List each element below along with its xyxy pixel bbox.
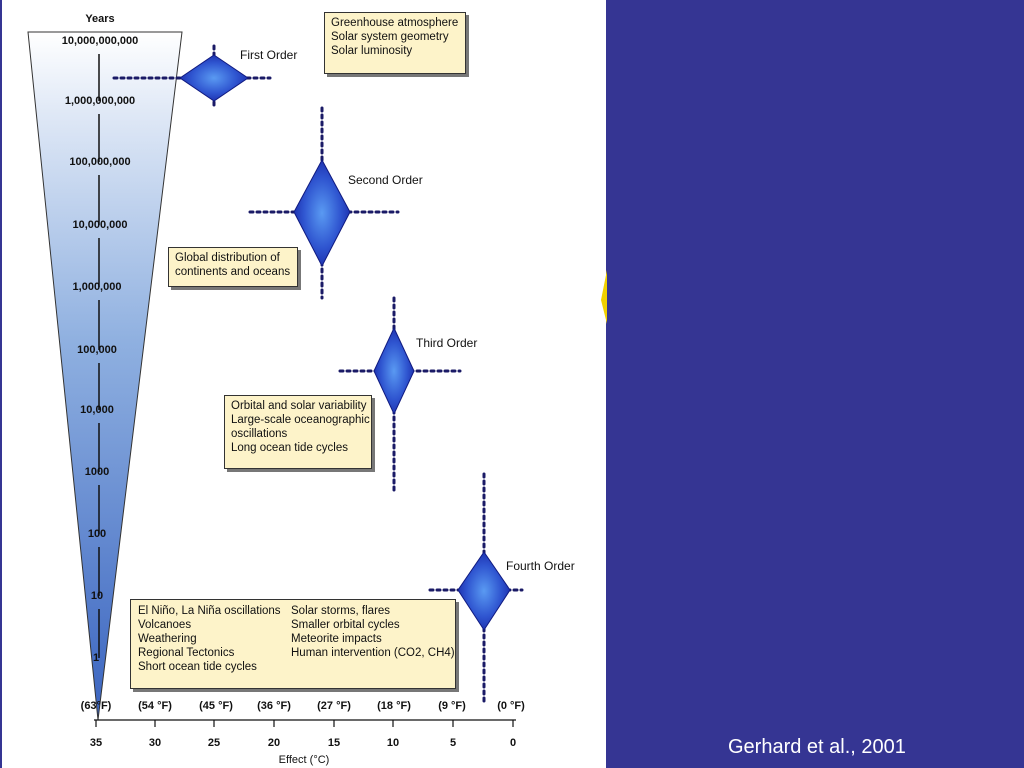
year-label: 1 [92,652,100,664]
effect-axis-title: Effect (°C) [278,754,330,766]
third-order-diamond [373,326,415,416]
effect-celsius-label: 0 [509,737,517,749]
box-line: Weathering [138,633,197,645]
first-order-box: Greenhouse atmosphere Solar system geome… [324,12,466,74]
second-order-label: Second Order [348,173,423,187]
third-order-box: Orbital and solar variability Large-scal… [224,395,372,469]
box-line: Volcanoes [138,619,192,631]
box-line: Solar luminosity [331,45,413,57]
year-label: 1000 [84,466,110,478]
effect-celsius-label: 5 [449,737,457,749]
box-line: Greenhouse atmosphere [331,17,459,29]
third-order-label: Third Order [416,336,478,350]
year-label: 10,000,000 [72,219,128,231]
effect-fahrenheit-label: (27 °F) [317,700,351,712]
box-line: oscillations [231,428,288,440]
effect-axis-ticks [95,720,514,727]
timescale-wedge [27,31,183,721]
year-label: 10 [90,590,104,602]
year-label: 100 [87,528,107,540]
second-order-diamond [293,158,351,268]
effect-celsius-label: 20 [267,737,281,749]
box-line: continents and oceans [175,266,291,278]
effect-fahrenheit-label: (9 °F) [438,700,466,712]
box-line: El Niño, La Niña oscillations [138,605,281,617]
effect-fahrenheit-label: (18 °F) [377,700,411,712]
year-label: 1,000,000 [72,281,122,293]
effect-fahrenheit-label: (45 °F) [199,700,233,712]
fourth-order-box: El Niño, La Niña oscillations Volcanoes … [130,599,456,689]
effect-fahrenheit-label: (0 °F) [497,700,525,712]
box-line: Solar system geometry [331,31,449,43]
fourth-order-right-column: Solar storms, flares Smaller orbital cyc… [291,604,455,660]
second-order-box: Global distribution of continents and oc… [168,247,298,287]
effect-celsius-label: 15 [327,737,341,749]
effect-fahrenheit-label: (36 °F) [257,700,291,712]
timescale-diagram [27,31,524,727]
box-line: Orbital and solar variability [231,400,367,412]
year-label: 10,000 [80,404,114,416]
box-line: Human intervention (CO2, CH4) [291,647,455,659]
figure-panel: Years Effect (°C) 10,000,000,000 1,000,0… [0,0,606,768]
first-order-label: First Order [240,48,298,62]
years-axis-title: Years [85,13,115,25]
effect-celsius-label: 10 [386,737,400,749]
year-label: 1,000,000,000 [64,95,136,107]
effect-celsius-label: 35 [89,737,103,749]
box-line: Long ocean tide cycles [231,442,348,454]
fourth-order-diamond [457,551,511,631]
first-order-diamond [179,54,249,102]
citation: Gerhard et al., 2001 [728,736,906,758]
year-label: 10,000,000,000 [61,35,139,47]
box-line: Large-scale oceanographic [231,414,370,426]
box-line: Global distribution of [175,252,280,264]
box-line: Smaller orbital cycles [291,619,400,631]
box-line: Short ocean tide cycles [138,661,257,673]
effect-fahrenheit-label: (54 °F) [138,700,172,712]
box-line: Regional Tectonics [138,647,235,659]
year-label: 100,000 [77,344,117,356]
year-label: 100,000,000 [69,156,131,168]
yellow-accent-shape [601,270,607,324]
fourth-order-left-column: El Niño, La Niña oscillations Volcanoes … [138,604,281,674]
effect-celsius-label: 25 [207,737,221,749]
box-line: Meteorite impacts [291,633,382,645]
effect-celsius-label: 30 [148,737,162,749]
fourth-order-label: Fourth Order [506,559,575,573]
effect-fahrenheit-label: (63°F) [80,700,112,712]
box-line: Solar storms, flares [291,605,391,617]
